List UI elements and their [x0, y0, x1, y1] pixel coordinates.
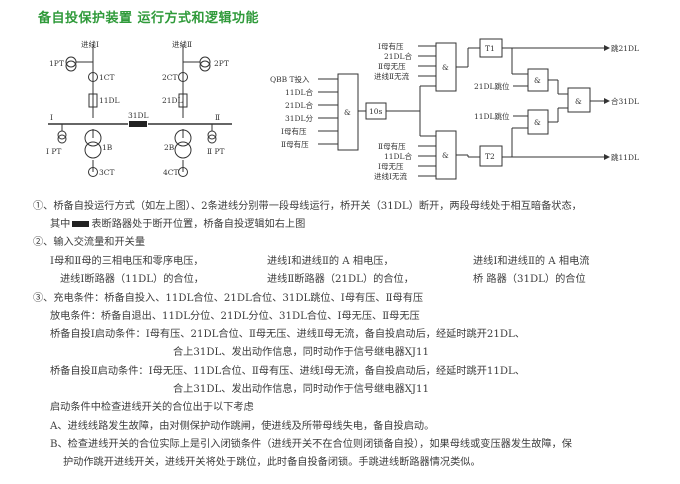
- logic-mid-in-5: Ⅰ母有压: [281, 126, 307, 136]
- text-line-2a: 其中: [50, 219, 71, 230]
- open-breaker-symbol: [72, 221, 90, 227]
- label-1pt: 1PT: [49, 59, 64, 68]
- in-21dl-trip-label: 21DL跳位: [474, 81, 510, 91]
- label-4ct: 4CT: [163, 168, 179, 177]
- logic-top-in-4: 进线Ⅱ无流: [374, 71, 410, 81]
- label-11dl: 11DL: [99, 96, 120, 105]
- text-line-4a: Ⅰ母和Ⅱ母的三相电压和零序电压，: [50, 256, 204, 267]
- label-31dl: 31DL: [128, 111, 149, 120]
- label-1b: 1B: [102, 143, 113, 152]
- text-line-10: 桥备自投Ⅱ启动条件：Ⅰ母无压、11DL合位、Ⅱ母有压、进线Ⅰ母无流，备自投启动后…: [50, 366, 525, 377]
- t2-label: T2: [485, 152, 495, 161]
- and-gate-lower-label: &: [534, 118, 541, 127]
- logic-bot-in-3: Ⅰ母无压: [378, 162, 404, 171]
- text-line-14: B、检查进线开关的合位实际上是引入闭锁条件（进线开关不在合位则闭锁备自投），如果…: [50, 439, 572, 450]
- text-line-3: ②、输入交流量和开关量: [33, 237, 146, 248]
- label-2pt: 2PT: [214, 59, 229, 68]
- label-1ct: 1CT: [99, 73, 115, 82]
- t1-label: T1: [485, 44, 495, 53]
- logic-mid-in-3: 21DL合: [285, 100, 314, 110]
- text-line-4b: 进线Ⅰ和进线Ⅱ的 A 相电压，: [267, 256, 394, 267]
- single-line-diagram: 进线Ⅰ 进线Ⅱ 1PT 2PT 1CT 2CT 11DL 21DL 31DL 1…: [46, 38, 639, 181]
- logic-bot-in-1: Ⅱ母有压: [378, 141, 406, 151]
- text-line-9: 合上31DL、发出动作信息，同时动作于信号继电器XJ11: [173, 347, 429, 358]
- logic-bot-in-4: 进线Ⅰ无流: [374, 171, 407, 181]
- label-3ct: 3CT: [99, 168, 115, 177]
- and-gate-upper-label: &: [534, 76, 541, 85]
- label-21dl: 21DL: [162, 96, 183, 105]
- label-line1: 进线Ⅰ: [81, 39, 99, 49]
- delay-label: 10s: [369, 107, 383, 116]
- label-bus1: Ⅰ: [50, 113, 53, 122]
- text-line-12: 启动条件中检查进线开关的合位出于以下考虑: [50, 402, 254, 413]
- text-line-1: ①、桥备自投运行方式（如左上图）、2条进线分别带一段母线运行，桥开关（31DL）…: [33, 201, 582, 212]
- text-line-7: 放电条件：桥备自退出、11DL分位、21DL分位、31DL合位、Ⅰ母无压、Ⅱ母无…: [50, 311, 420, 322]
- and-gate-mid-label: &: [344, 108, 351, 117]
- text-line-11: 合上31DL、发出动作信息，同时动作于信号继电器XJ11: [173, 384, 429, 395]
- out-close31-label: 合31DL: [611, 96, 639, 106]
- and-gate-top-label: &: [442, 63, 449, 72]
- logic-mid-in-4: 31DL分: [285, 114, 314, 123]
- and-gate-bot-label: &: [442, 151, 449, 160]
- text-line-15: 护动作跳开进线开关，进线开关将处于跳位，此时备自投备闭锁。手跳进线断路器情况类似…: [63, 457, 481, 468]
- text-line-5b: 进线Ⅱ断路器（21DL）的合位，: [267, 274, 414, 285]
- label-2ct: 2CT: [162, 73, 178, 82]
- text-line-2b: 表断路器处于断开位置，桥备自投逻辑如右上图: [91, 219, 306, 230]
- logic-mid-in-1: QBB T投入: [270, 74, 310, 84]
- text-line-6: ③、充电条件：桥备自投入、11DL合位、21DL合位、31DL跳位、Ⅰ母有压、Ⅱ…: [33, 293, 424, 304]
- logic-top-in-1: Ⅰ母有压: [378, 41, 404, 51]
- label-bus2: Ⅱ: [215, 113, 220, 122]
- logic-bot-in-2: 11DL合: [384, 151, 413, 161]
- out-trip11-label: 跳11DL: [611, 152, 639, 162]
- and-gate-final-label: &: [575, 97, 582, 106]
- out-trip21-label: 跳21DL: [611, 43, 639, 53]
- label-bus1-pt: Ⅰ PT: [46, 147, 61, 156]
- label-line2: 进线Ⅱ: [172, 39, 192, 49]
- text-line-4c: 进线Ⅰ和进线Ⅱ的 A 相电流: [473, 256, 590, 267]
- logic-mid-in-6: Ⅱ母有压: [281, 139, 309, 149]
- logic-top-in-2: 21DL合: [384, 51, 413, 61]
- text-line-5c: 桥 路器（31DL）的合位: [473, 274, 586, 285]
- label-2b: 2B: [164, 143, 175, 152]
- text-line-5a: 进线Ⅰ断路器（11DL）的合位，: [60, 274, 204, 285]
- text-line-13: A、进线线路发生故障，由对侧保护动作跳闸，使进线及所带母线失电，备自投启动。: [50, 421, 435, 432]
- in-11dl-trip-label: 11DL跳位: [474, 111, 510, 121]
- label-bus2-pt: Ⅱ PT: [207, 147, 225, 156]
- text-line-2: 其中 表断路器处于断开位置，桥备自投逻辑如右上图: [50, 219, 305, 231]
- logic-mid-in-2: 11DL合: [285, 87, 314, 97]
- logic-top-in-3: Ⅱ母无压: [378, 62, 406, 71]
- text-line-8: 桥备自投Ⅰ启动条件：Ⅰ母有压、21DL合位、Ⅱ母无压、进线Ⅱ母无流，备自投启动后…: [50, 329, 525, 340]
- page-title: 备自投保护装置 运行方式和逻辑功能: [38, 11, 260, 26]
